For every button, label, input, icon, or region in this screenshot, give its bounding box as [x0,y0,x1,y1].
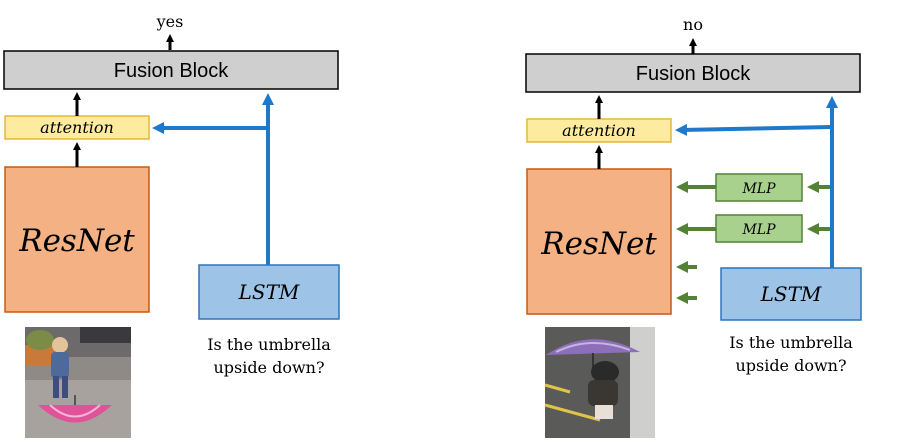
right-question-line1: Is the umbrella [729,333,853,352]
left-question-line1: Is the umbrella [207,335,331,354]
right-question-line2: upside down? [735,356,846,375]
left-fusion-label: Fusion Block [114,60,229,82]
right-lstm-label: LSTM [760,282,822,306]
right-mlp1-label: MLP [741,181,776,197]
right-answer: no [683,15,703,34]
left-lstm-label: LSTM [238,280,300,304]
left-question-line2: upside down? [213,358,324,377]
right-resnet-block [526,168,672,315]
right-lstm-block [720,267,862,321]
left-resnet-label: ResNet [18,223,135,259]
right-fusion-label: Fusion Block [636,63,751,85]
right-attention-label: attention [562,121,636,140]
left-fusion-block [3,50,339,90]
right-mlp2-label: MLP [741,222,776,238]
right-mlp2-block [715,214,803,243]
left-lstm-block [198,264,340,320]
left-photo [25,327,131,438]
left-panel: yes Fusion Block attention ResNet LSTM I… [3,12,340,438]
left-resnet-block [4,166,150,313]
left-answer: yes [156,12,184,31]
right-resnet-label: ResNet [540,226,657,262]
right-fusion-block [525,53,861,93]
left-attention-label: attention [40,118,114,137]
right-panel: no Fusion Block attention ResNet MLP MLP… [525,15,862,438]
right-lstm-to-attention-arrow [675,123,833,136]
right-photo [544,327,655,438]
